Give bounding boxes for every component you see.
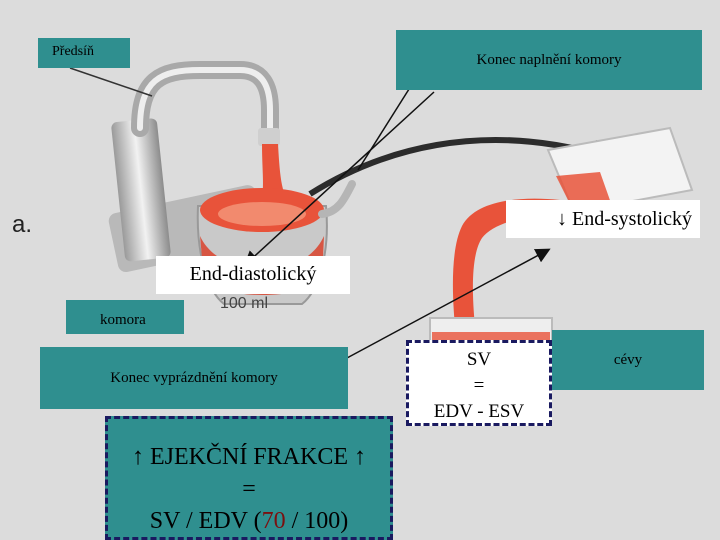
sv-formula-line3: EDV - ESV xyxy=(433,401,525,422)
ef-formula-line2: = xyxy=(242,476,256,502)
ef-formula-line1: ↑ EJEKČNÍ FRAKCE ↑ xyxy=(131,444,366,470)
label-komora: komora xyxy=(66,300,184,334)
ef-formula-line3: SV / EDV (70 / 100) xyxy=(108,505,390,537)
ef-prefix: SV / EDV ( xyxy=(149,508,262,534)
sv-formula-line2: = xyxy=(473,375,485,396)
outflow-stream xyxy=(452,198,566,336)
label-konec-naplneni: Konec naplnění komory xyxy=(396,30,702,90)
sv-formula-box: SV = EDV - ESV xyxy=(406,340,552,426)
leader-konec-napl xyxy=(243,91,435,267)
transfer-arrow xyxy=(308,137,605,197)
ef-value: 70 xyxy=(261,508,286,534)
ef-suffix: / 100) xyxy=(285,508,349,534)
label-konec-vyprazdneni: Konec vyprázdnění komory xyxy=(40,347,348,409)
leader-predsin xyxy=(69,67,153,97)
ejection-fraction-box: ↑ EJEKČNÍ FRAKCE ↑ = SV / EDV (70 / 100) xyxy=(105,416,393,540)
leader-konec-napl-2 xyxy=(357,77,417,171)
volume-mark: 100 ml xyxy=(220,295,268,312)
sv-formula-line1: SV xyxy=(466,349,492,370)
figure-letter: a. xyxy=(12,211,32,238)
label-end-diastolicky: End-diastolický xyxy=(156,256,350,294)
label-predsin: Předsíň xyxy=(38,38,130,68)
label-end-systolicky: ↓ End-systolický xyxy=(506,200,700,238)
label-cevy: cévy xyxy=(552,330,704,390)
